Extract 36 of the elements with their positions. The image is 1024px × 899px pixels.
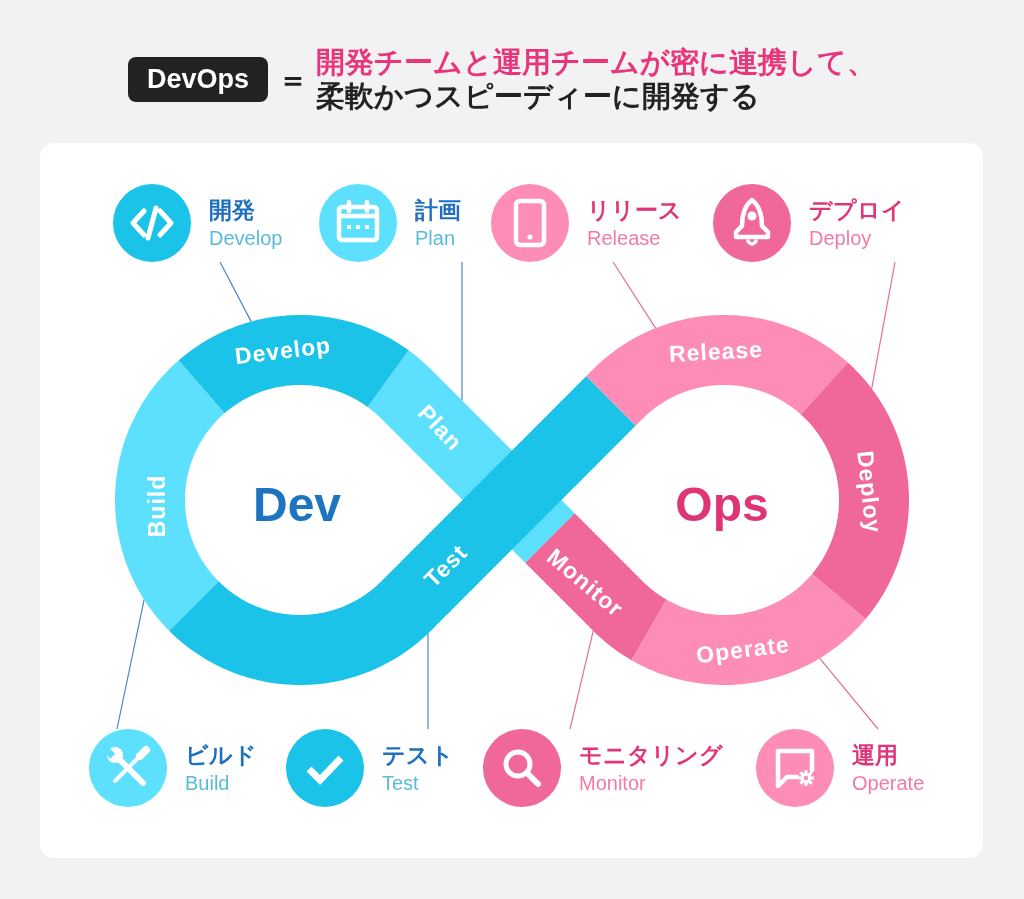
step-title: 開発 [209, 196, 256, 225]
step-title: モニタリング [579, 741, 723, 770]
step-title: リリース [587, 196, 682, 225]
segment-label: Deploy [853, 449, 885, 535]
step-subtitle: Test [382, 771, 420, 796]
step-subtitle: Operate [852, 771, 925, 796]
leader-line [569, 630, 594, 730]
leader-line [871, 261, 896, 390]
step-subtitle: Release [587, 226, 662, 251]
step-subtitle: Plan [415, 226, 457, 251]
step-title: 計画 [415, 196, 461, 225]
loop-center-label: Dev [252, 481, 342, 529]
step-title: テスト [382, 741, 454, 770]
leader-line [116, 599, 145, 730]
leader-line [427, 633, 429, 730]
segment-label: Operate [695, 632, 791, 668]
term-badge: DevOps [128, 57, 268, 102]
segment-label: Build [145, 474, 169, 538]
step-subtitle: Monitor [579, 771, 647, 796]
leader-line [819, 657, 879, 730]
leader-line [612, 261, 657, 329]
step-title: 運用 [852, 741, 899, 770]
segment-label: Test [420, 540, 472, 592]
step-subtitle: Develop [209, 226, 283, 251]
step-title: ビルド [185, 741, 257, 770]
segment-label: Release [668, 338, 764, 366]
loop-center-label: Ops [675, 481, 769, 529]
equals-sign: ＝ [278, 62, 308, 98]
definition-text: 柔軟かつスピーディーに開発する [316, 79, 760, 114]
segment-label: Develop [233, 333, 333, 369]
definition-text: 開発チームと運用チームが密に連携して、 [316, 45, 876, 80]
step-title: デプロイ [809, 196, 905, 225]
leader-line [219, 261, 252, 323]
step-subtitle: Deploy [809, 226, 873, 251]
step-subtitle: Build [185, 771, 231, 796]
leader-line [461, 261, 463, 402]
